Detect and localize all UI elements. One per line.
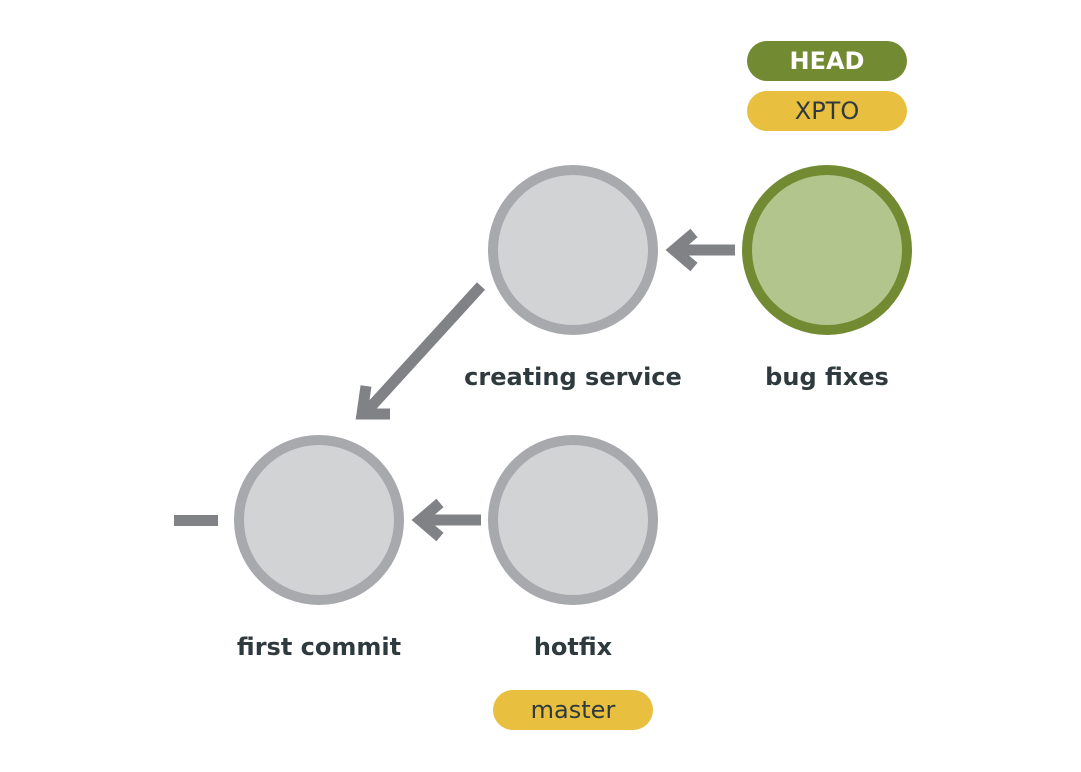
arrow-hotfix-to-first-commit — [411, 498, 481, 542]
history-tail-line — [174, 515, 218, 526]
commit-node-creating-service[interactable] — [488, 165, 658, 335]
xpto-branch-badge[interactable]: XPTO — [747, 91, 907, 131]
commit-node-first-commit[interactable] — [234, 435, 404, 605]
xpto-badge-pill — [747, 91, 907, 131]
head-ref-badge[interactable]: HEAD — [747, 41, 907, 81]
master-branch-badge[interactable]: master — [493, 690, 653, 730]
master-badge-pill — [493, 690, 653, 730]
xpto-badge-label: XPTO — [795, 97, 859, 125]
arrow-creating-service-to-first-commit — [355, 282, 486, 420]
commit-node-hotfix[interactable] — [488, 435, 658, 605]
arrow-bug-fixes-to-creating-service — [665, 228, 735, 272]
commit-label-bug-fixes: bug fixes — [765, 363, 889, 391]
commit-label-hotfix: hotfix — [534, 633, 613, 661]
head-badge-pill — [747, 41, 907, 81]
commit-label-first-commit: first commit — [237, 633, 401, 661]
commit-node-bug-fixes[interactable] — [742, 165, 912, 335]
commit-label-creating-service: creating service — [464, 363, 682, 391]
head-badge-label: HEAD — [790, 47, 865, 75]
master-badge-label: master — [531, 696, 616, 724]
